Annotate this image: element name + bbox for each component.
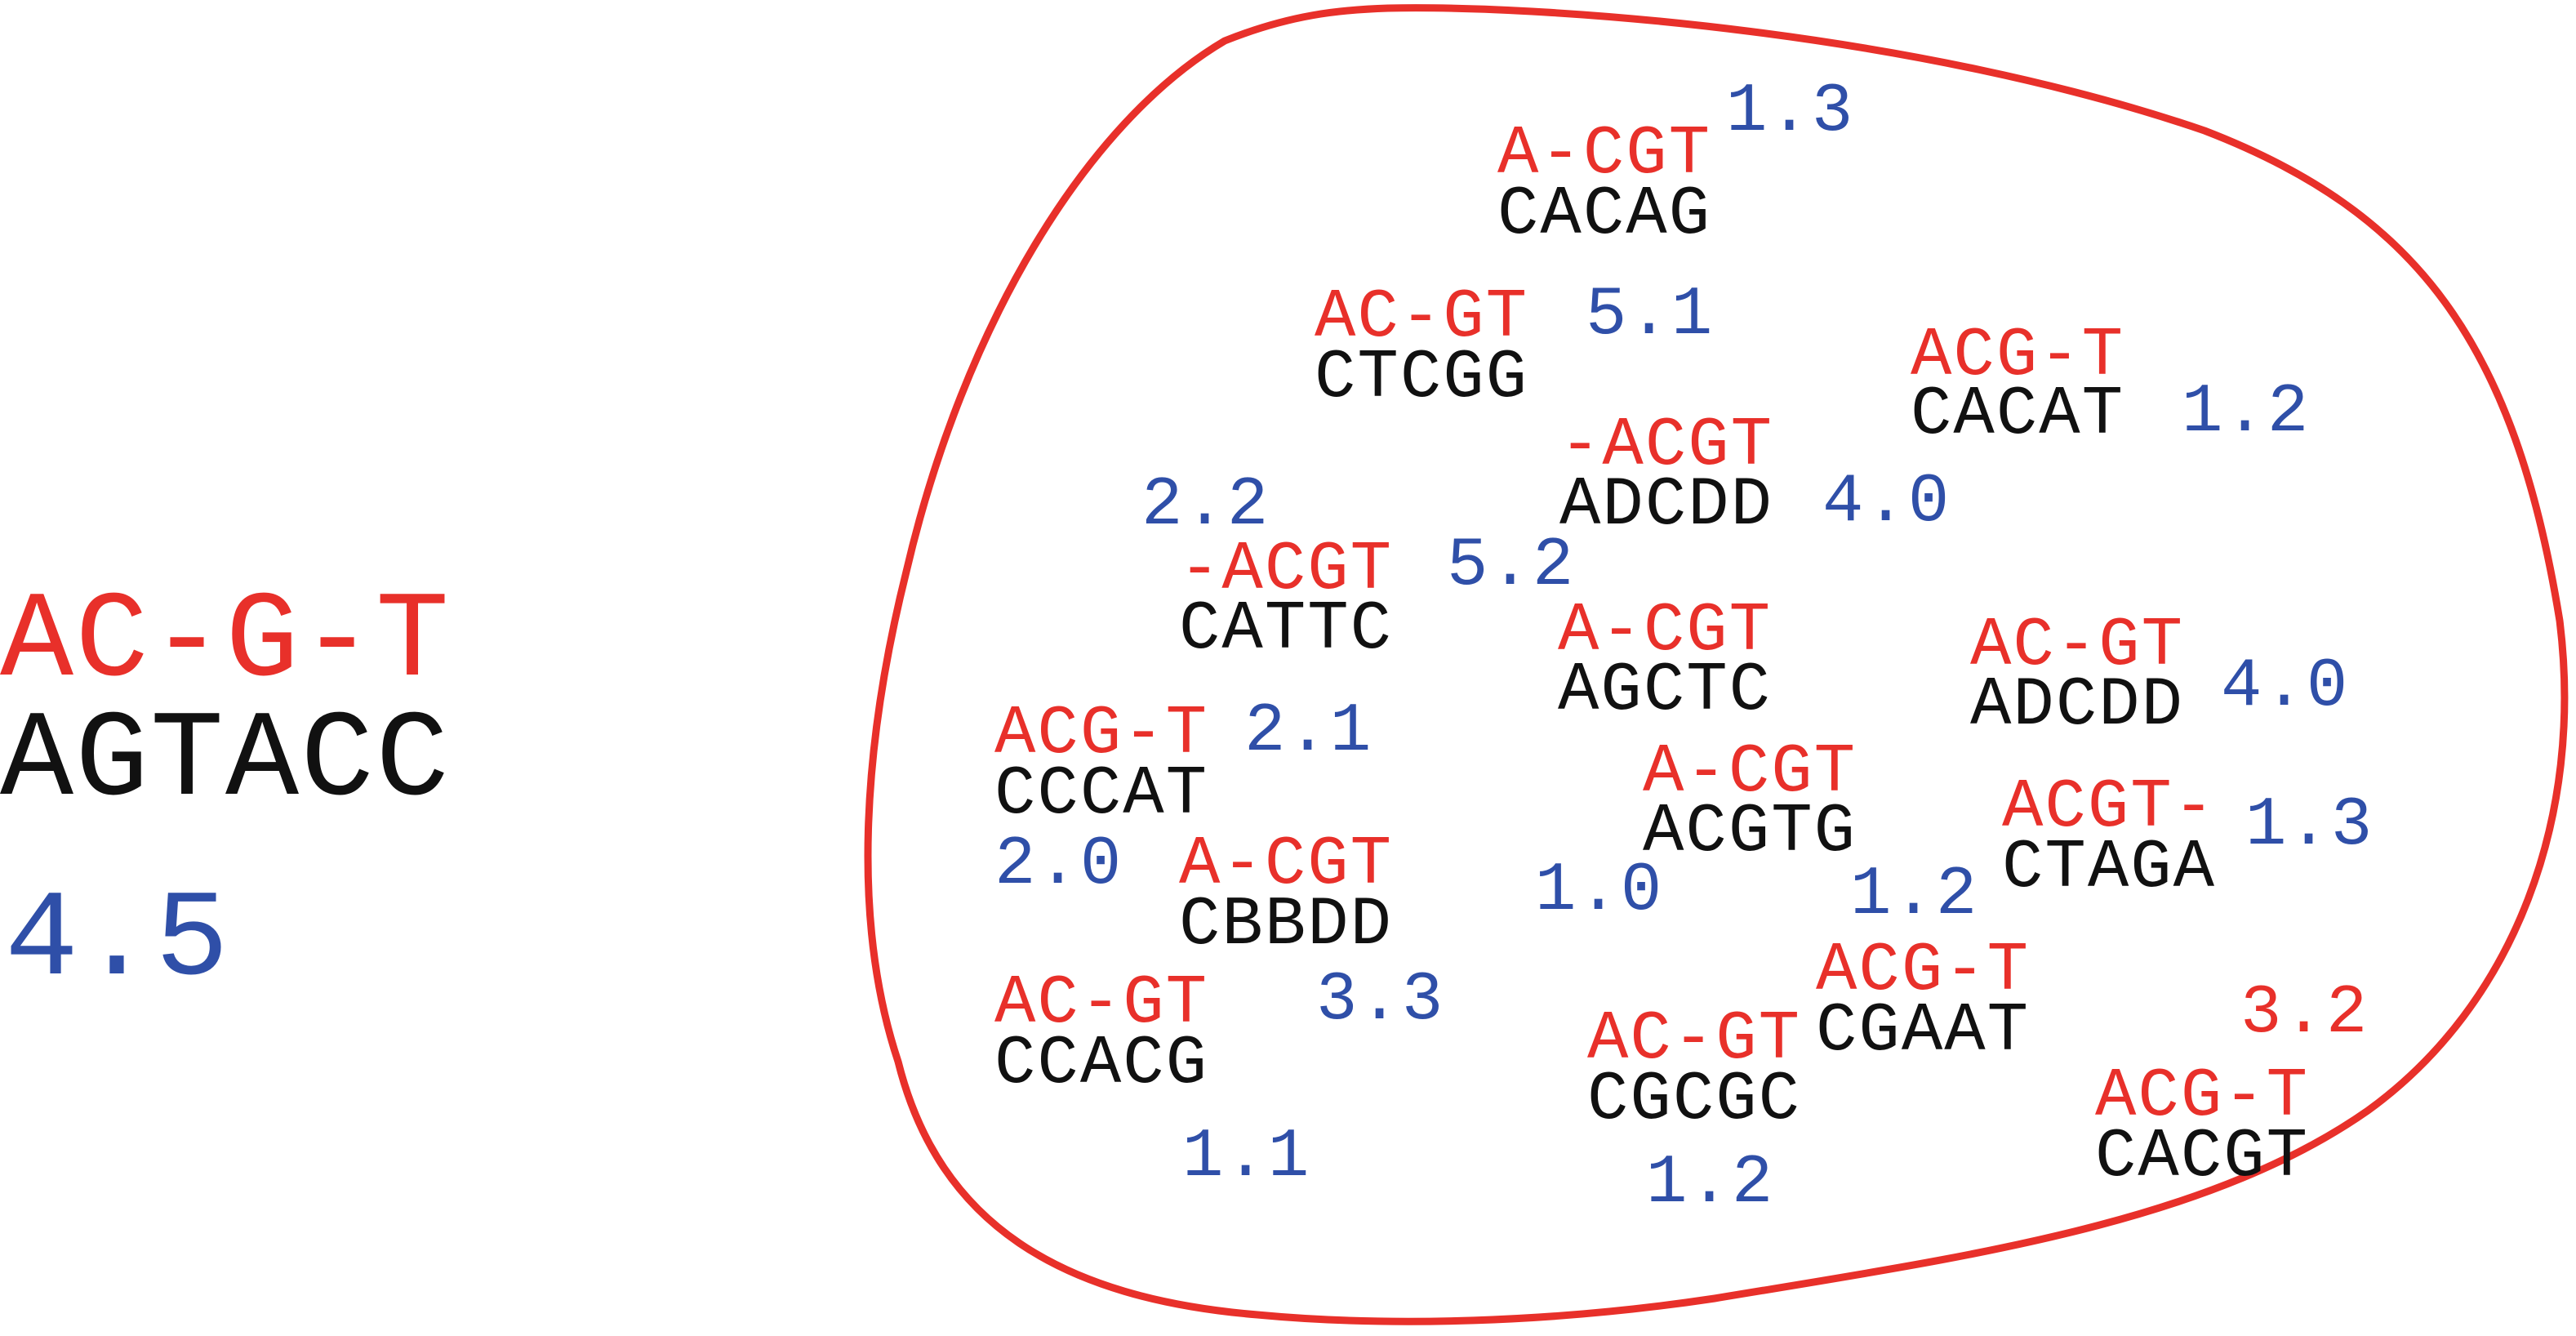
alignment-15-gapped: ACG-T <box>2095 1058 2310 1136</box>
alignment-2-sequence: CTCGG <box>1315 340 1529 417</box>
alignment-3-gapped: ACG-T <box>1911 318 2125 395</box>
alignment-7-sequence: ADCDD <box>1970 667 2185 745</box>
alignment-3-sequence: CACAT <box>1911 376 2125 454</box>
score-label: 3.2 <box>2240 975 2369 1053</box>
score-label: 4.0 <box>1822 464 1951 541</box>
alignment-13-sequence: CGAAT <box>1816 993 2031 1071</box>
alignment-5-gapped: -ACGT <box>1179 532 1394 609</box>
alignment-2-gapped: AC-GT <box>1315 279 1529 357</box>
alignment-12-gapped: AC-GT <box>994 965 1209 1043</box>
alignment-4-gapped: -ACGT <box>1559 407 1774 485</box>
score-label: 1.3 <box>2245 787 2374 865</box>
score-label: 2.2 <box>1141 467 1270 545</box>
alignment-8-gapped: ACG-T <box>994 696 1209 773</box>
alignment-10-gapped: ACGT- <box>2002 769 2217 847</box>
score-label: 1.2 <box>2182 374 2311 452</box>
alignment-9-gapped: A-CGT <box>1643 734 1857 812</box>
alignment-1-sequence: CACAG <box>1497 176 1712 254</box>
score-label: 1.0 <box>1535 853 1664 930</box>
query-score: 4.5 <box>5 872 231 1011</box>
score-label: 2.0 <box>994 826 1123 904</box>
score-label: 5.2 <box>1447 528 1576 605</box>
score-label: 1.2 <box>1850 857 1979 934</box>
alignment-5-sequence: CATTC <box>1179 591 1394 669</box>
query-sequence: AGTACC <box>0 692 452 831</box>
alignment-11-sequence: CBBDD <box>1179 887 1394 964</box>
alignment-13-gapped: ACG-T <box>1816 933 2031 1010</box>
alignment-12-sequence: CCACG <box>994 1026 1209 1103</box>
alignment-14-sequence: CGCGC <box>1587 1062 1802 1139</box>
alignment-6-sequence: AGCTC <box>1558 652 1773 730</box>
alignment-9-sequence: ACGTG <box>1643 794 1857 871</box>
score-label: 1.2 <box>1646 1145 1775 1222</box>
alignment-11-gapped: A-CGT <box>1179 826 1394 904</box>
alignment-15-sequence: CACGT <box>2095 1119 2310 1196</box>
alignment-8-sequence: CCCAT <box>994 756 1209 834</box>
score-label: 4.0 <box>2221 648 2350 726</box>
score-label: 3.3 <box>1316 962 1445 1040</box>
score-label: 1.3 <box>1726 73 1855 151</box>
score-label: 2.1 <box>1244 693 1373 771</box>
score-label: 1.1 <box>1182 1119 1311 1196</box>
score-label: 5.1 <box>1586 277 1715 354</box>
alignment-6-gapped: A-CGT <box>1558 593 1773 670</box>
alignment-4-sequence: ADCDD <box>1559 467 1774 545</box>
alignment-10-sequence: CTAGA <box>2002 830 2217 907</box>
alignment-14-gapped: AC-GT <box>1587 1001 1802 1079</box>
query-gapped-sequence: AC-G-T <box>0 573 452 712</box>
alignment-1-gapped: A-CGT <box>1497 116 1712 194</box>
alignment-7-gapped: AC-GT <box>1970 608 2185 685</box>
